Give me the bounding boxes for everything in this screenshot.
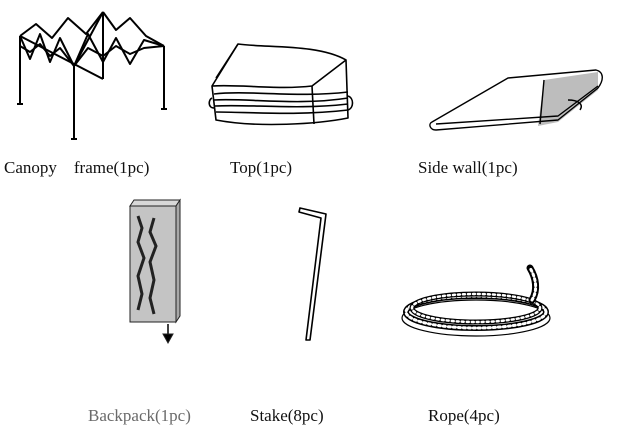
backpack-icon	[129, 198, 181, 345]
rope-coil-icon	[401, 264, 551, 337]
stake-icon	[298, 207, 327, 341]
side-wall-label: Side wall(1pc)	[418, 158, 518, 177]
stake-label: Stake(8pc)	[250, 406, 324, 425]
rope-label: Rope(4pc)	[428, 406, 500, 425]
folded-side-wall-icon	[429, 69, 603, 131]
folded-top-icon	[208, 43, 354, 126]
canopy-frame-label: Canopy frame(1pc)	[4, 158, 150, 177]
top-label: Top(1pc)	[230, 158, 293, 177]
backpack-label: Backpack(1pc)	[88, 406, 191, 425]
canopy-frame-icon	[17, 11, 167, 140]
